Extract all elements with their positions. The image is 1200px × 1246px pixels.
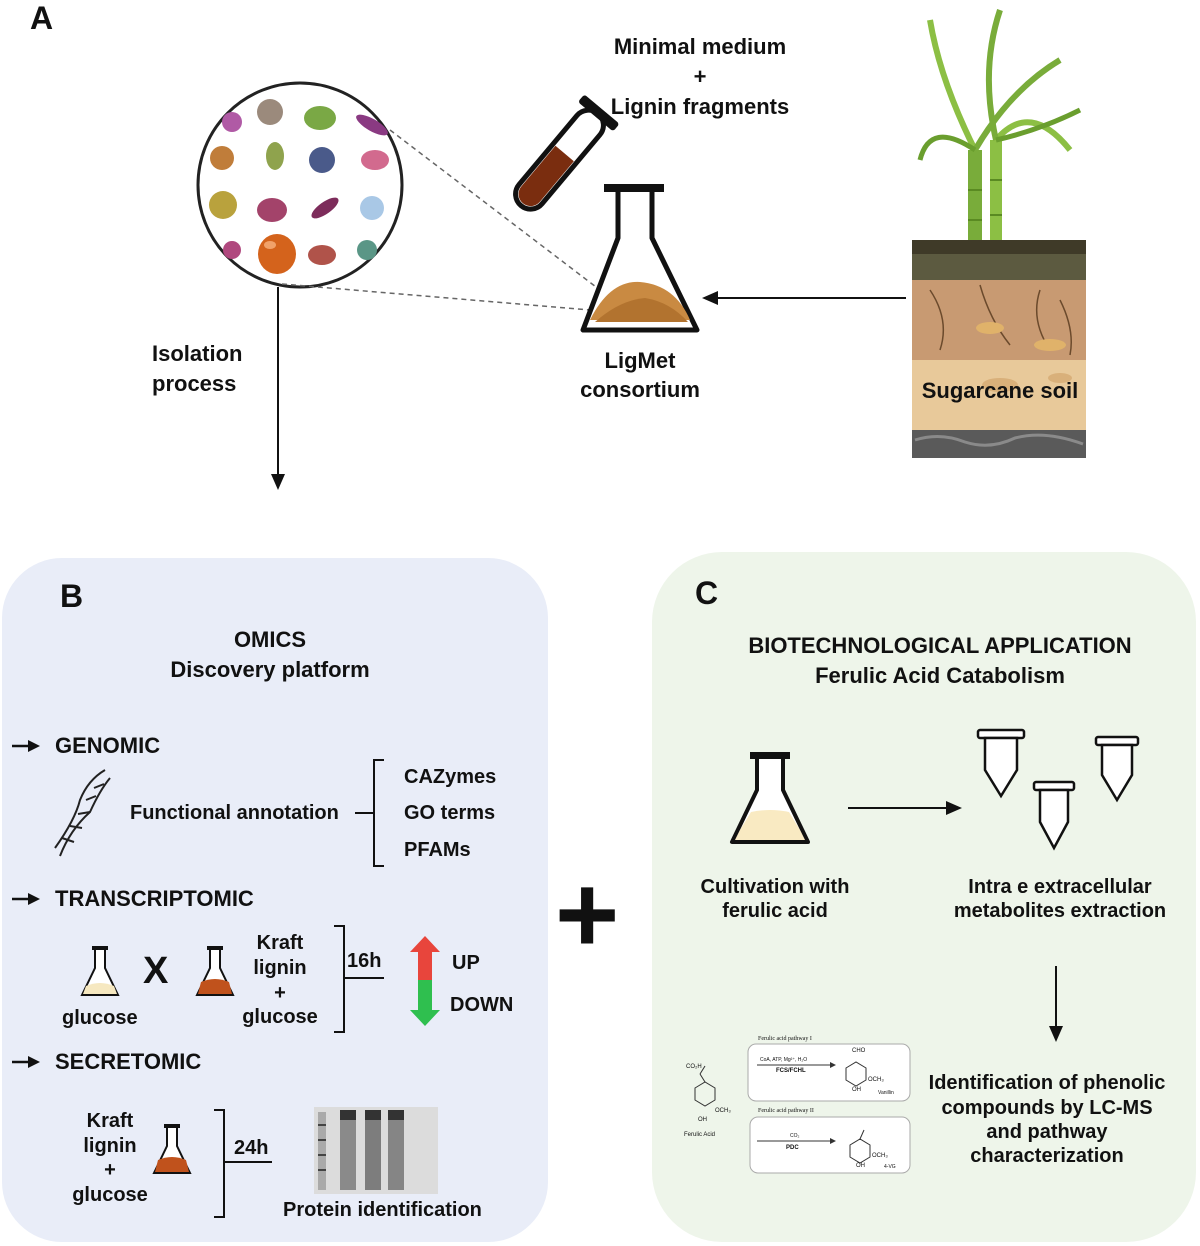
extraction-label-line1: Intra e extracellular — [968, 876, 1152, 898]
transcriptomic-kraft-line3: glucose — [242, 1006, 318, 1028]
identification-label-line2: compounds by LC-MS — [941, 1097, 1153, 1119]
ligmet-flask-icon — [580, 184, 700, 333]
soil-label: Sugarcane soil — [921, 378, 1079, 403]
secretomic-kraft-line1: Kraft — [86, 1110, 134, 1132]
protein-identification-label: Protein identification — [283, 1199, 482, 1221]
consortium-label-line1: LigMet — [604, 348, 676, 373]
functional-annotation-label: Functional annotation — [130, 802, 339, 824]
isolation-label-line2: process — [152, 371, 237, 396]
down-label: DOWN — [450, 994, 514, 1016]
genomic-item-cazymes: CAZymes — [404, 766, 497, 788]
panel-c-title-line2: Ferulic Acid Catabolism — [815, 663, 1065, 688]
glucose-flask-icon — [80, 946, 120, 996]
soil-block-icon — [912, 240, 1086, 458]
extraction-to-identification-arrow — [1049, 966, 1063, 1042]
microbes-circle — [196, 81, 601, 311]
pathway1-cofactors: CoA, ATP, Mg²⁺, H₂O — [760, 1057, 808, 1063]
pathway1-enzyme: FCS/FCHL — [776, 1068, 806, 1074]
substrate-och3: OCH₃ — [715, 1108, 731, 1114]
transcriptomic-kraft-line1: Kraft — [256, 932, 304, 954]
substrate-oh: OH — [698, 1117, 707, 1123]
transcriptomic-heading: TRANSCRIPTOMIC — [55, 886, 254, 911]
protein-gel-image — [314, 1107, 438, 1194]
cultivation-label-line1: Cultivation with — [700, 876, 850, 898]
consortium-label-line2: consortium — [580, 377, 700, 402]
transcriptomic-kraft-line2: lignin — [253, 957, 307, 979]
substrate-co2h: CO₂H — [686, 1064, 702, 1070]
identification-label-line1: Identification of phenolic — [928, 1072, 1166, 1094]
microbe-icons — [209, 99, 389, 274]
sugarcane-icon — [917, 9, 1082, 242]
secretomic-kraft-line2: lignin — [83, 1135, 137, 1157]
identification-label-line3: and pathway — [986, 1121, 1108, 1143]
test-tube-icon — [513, 95, 619, 212]
panel-c-title-line1: BIOTECHNOLOGICAL APPLICATION — [748, 633, 1132, 658]
transcriptomic-time: 16h — [347, 950, 382, 972]
bullet-arrow-icons — [12, 740, 40, 1068]
pathway2-enzyme: PDC — [786, 1145, 799, 1151]
pathway2-oh: OH — [856, 1163, 865, 1169]
soil-to-flask-arrow — [702, 291, 906, 305]
pathway1-product: Vanillin — [878, 1090, 894, 1096]
transcriptomic-bracket — [334, 925, 384, 1033]
pathway1-och3: OCH₃ — [868, 1077, 884, 1083]
substrate-label: Ferulic Acid — [684, 1132, 716, 1138]
cultivation-label-line2: ferulic acid — [722, 900, 828, 922]
panel-b-letter: B — [60, 578, 84, 614]
isolation-label-line1: Isolation — [152, 341, 243, 366]
panel-b-title-line1: OMICS — [233, 627, 307, 652]
pathway-diagram — [694, 1043, 911, 1174]
pathway2-cofactor: CO₂ — [790, 1133, 800, 1139]
isolation-arrow — [271, 287, 285, 490]
secretomic-kraft-line3: glucose — [72, 1184, 148, 1206]
panel-b-title-line2: Discovery platform — [170, 657, 370, 682]
pathway1-oh: OH — [852, 1087, 861, 1093]
pathway2-title: Ferulic acid pathway II — [758, 1108, 814, 1114]
cross-symbol: X — [143, 950, 169, 992]
glucose-label: glucose — [62, 1007, 138, 1029]
kraft-flask-icon — [195, 946, 235, 996]
pathway1-cho: CHO — [852, 1048, 866, 1054]
dna-icon — [54, 769, 111, 857]
secretomic-heading: SECRETOMIC — [55, 1049, 202, 1074]
panel-a-letter: A — [30, 0, 54, 36]
medium-label-line1: Minimal medium — [613, 34, 787, 59]
transcriptomic-kraft-plus: + — [274, 982, 286, 1004]
extraction-label-line2: metabolites extraction — [953, 900, 1167, 922]
identification-label-line4: characterization — [970, 1145, 1124, 1167]
medium-label-line2: Lignin fragments — [610, 94, 790, 119]
cultivation-flask-icon — [730, 752, 810, 844]
microtube-icons — [976, 728, 1140, 851]
cultivation-to-extraction-arrow — [848, 801, 962, 815]
up-down-arrow-icon — [410, 936, 440, 1026]
panel-c-application — [652, 552, 1196, 1242]
secretomic-flask-icon — [152, 1124, 192, 1174]
genomic-heading: GENOMIC — [55, 733, 161, 758]
genomic-item-go-terms: GO terms — [404, 802, 496, 824]
pathway2-product: 4-VG — [884, 1164, 896, 1170]
secretomic-bracket — [214, 1109, 272, 1218]
secretomic-kraft-plus: + — [104, 1159, 116, 1181]
genomic-bracket — [355, 759, 384, 867]
pathway1-title: Ferulic acid pathway I — [758, 1036, 812, 1042]
genomic-item-pfams: PFAMs — [404, 839, 471, 861]
medium-label-plus: + — [693, 64, 707, 89]
plus-sign: + — [555, 853, 620, 976]
pathway2-och3: OCH₃ — [872, 1153, 888, 1159]
up-label: UP — [452, 952, 480, 974]
panel-b-omics — [2, 558, 548, 1242]
secretomic-time: 24h — [234, 1137, 269, 1159]
panel-c-letter: C — [695, 575, 719, 611]
